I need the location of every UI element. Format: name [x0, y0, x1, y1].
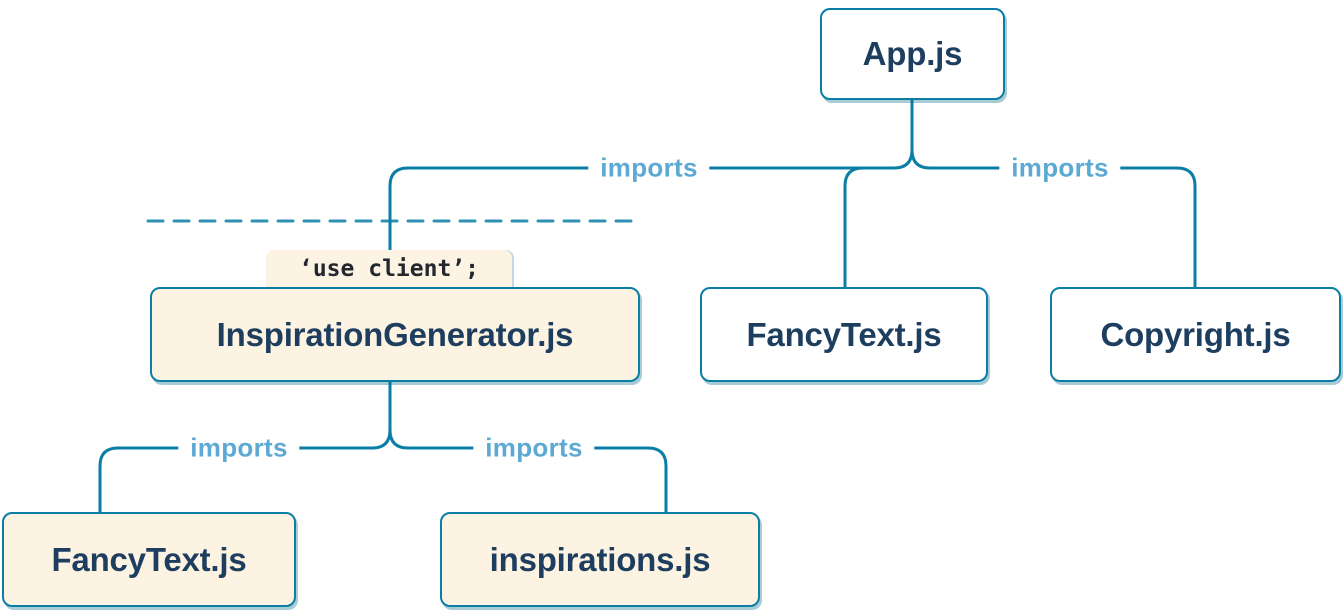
node-label: FancyText.js: [51, 540, 247, 578]
node-label: App.js: [862, 35, 963, 72]
edge-label-imports-fancy-text: imports: [178, 432, 300, 464]
node-label: inspirations.js: [489, 540, 711, 578]
node-label: FancyText.js: [746, 315, 942, 353]
use-client-directive-badge: ‘use client’;: [266, 250, 512, 288]
edge-app-to-copyright: [910, 148, 1197, 291]
edge-label-text: imports: [485, 432, 583, 463]
edge-label-imports-inspiration-generator: imports: [588, 152, 710, 184]
node-inspirations-js: inspirations.js: [440, 512, 760, 607]
node-app-js: App.js: [820, 8, 1005, 100]
edge-label-text: imports: [1011, 152, 1109, 183]
node-fancy-text-js-bottom: FancyText.js: [2, 512, 296, 607]
edge-label-imports-inspirations: imports: [473, 432, 595, 464]
node-copyright-js: Copyright.js: [1050, 287, 1341, 382]
node-label: Copyright.js: [1100, 315, 1291, 353]
node-fancy-text-js-top: FancyText.js: [700, 287, 988, 382]
edge-label-text: imports: [600, 152, 698, 183]
edge-label-imports-copyright: imports: [999, 152, 1121, 184]
edge-label-text: imports: [190, 432, 288, 463]
directive-text: ‘use client’;: [298, 256, 479, 282]
node-inspiration-generator-js: InspirationGenerator.js: [150, 287, 640, 382]
edge-app-to-fancy-text: [843, 166, 865, 291]
node-label: InspirationGenerator.js: [216, 315, 574, 353]
edge-inspiration-generator-to-inspirations: [388, 428, 668, 516]
